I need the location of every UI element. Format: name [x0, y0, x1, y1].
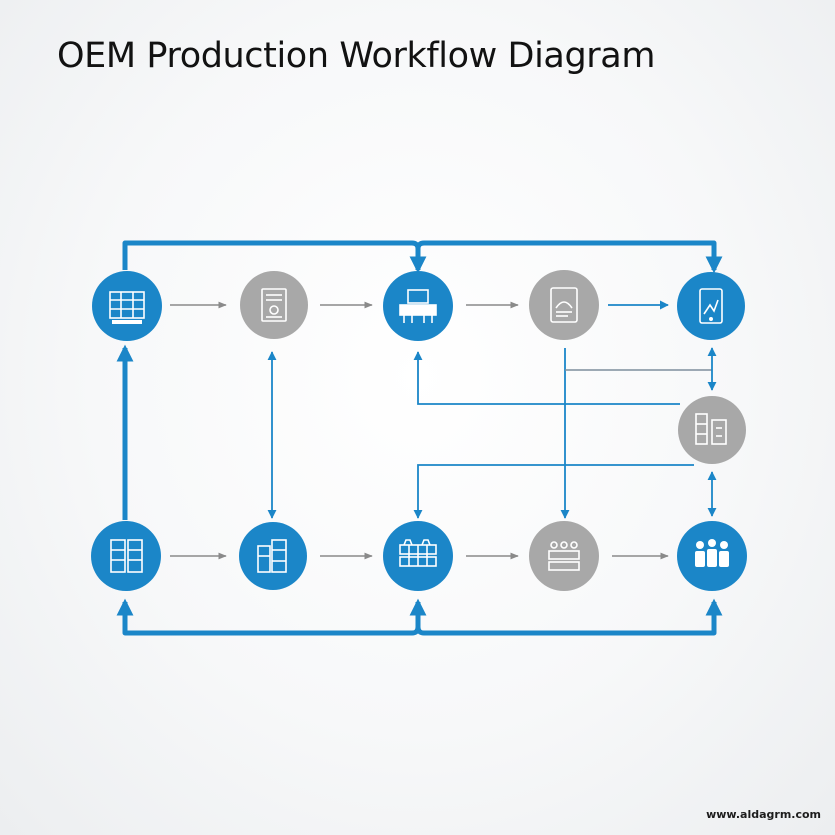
watermark: www.aldagrm.com	[706, 808, 821, 821]
node-top-3[interactable]	[383, 271, 453, 341]
node-bot-5[interactable]	[677, 521, 747, 591]
bottom-loop-connector	[116, 598, 723, 636]
assembly-machine-icon	[399, 289, 437, 323]
production-line-icon	[399, 539, 437, 567]
connector-mid6-bot3	[413, 464, 694, 519]
node-mid-6[interactable]	[678, 396, 746, 464]
node-top-1[interactable]	[92, 271, 162, 341]
node-bot-2[interactable]	[239, 522, 307, 590]
node-bot-1[interactable]	[91, 521, 161, 591]
top-loop-connector	[122, 240, 723, 274]
node-top-2[interactable]	[240, 271, 308, 339]
storage-rack-icon	[695, 413, 727, 445]
cross-connectors	[267, 347, 717, 519]
quality-check-icon	[548, 541, 580, 571]
connector-mid6-top3	[413, 351, 680, 405]
inspection-tablet-icon	[550, 287, 578, 323]
node-bot-4[interactable]	[529, 521, 599, 591]
control-panel-icon	[109, 291, 145, 324]
node-top-5[interactable]	[677, 272, 745, 340]
server-rack-icon	[110, 539, 143, 573]
page-title: OEM Production Workflow Diagram	[57, 36, 656, 76]
workforce-team-icon	[695, 539, 729, 567]
device-tablet-icon	[699, 288, 723, 324]
packaging-boxes-icon	[257, 539, 287, 573]
document-gear-icon	[261, 288, 287, 322]
node-top-4[interactable]	[529, 270, 599, 340]
node-bot-3[interactable]	[383, 521, 453, 591]
